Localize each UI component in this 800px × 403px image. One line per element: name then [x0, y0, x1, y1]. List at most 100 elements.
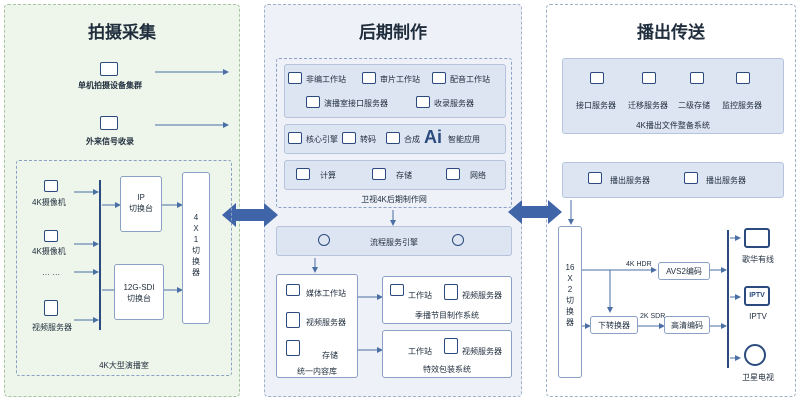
storage2-label: 存储: [322, 351, 338, 360]
gehua-label: 歌华有线: [742, 255, 774, 264]
storage-icon: [372, 168, 386, 180]
network-icon: [446, 168, 460, 180]
broadcast-title: 播出传送: [637, 23, 705, 42]
network-name-label: 卫视4K后期制作网: [361, 195, 427, 204]
post-title: 后期制作: [359, 23, 427, 42]
post-network-box: [276, 58, 512, 208]
media-ws-label: 媒体工作站: [306, 289, 346, 298]
server-icon: [44, 300, 58, 316]
capture-title: 拍摄采集: [88, 23, 156, 42]
monitor-icon: [306, 96, 320, 108]
monitor-icon: [390, 284, 404, 296]
storage-icon: [286, 340, 300, 356]
satellite-dish-icon: [744, 344, 766, 366]
compose-label: 合成: [404, 135, 420, 144]
sdr-label: 2K SDR: [640, 313, 666, 320]
sdi-switch-label: 12G-SDI 切换台: [123, 283, 155, 303]
review-label: 审片工作站: [380, 75, 420, 84]
compute-label: 计算: [320, 171, 336, 180]
external-signal-icon: [100, 116, 118, 130]
server-icon: [444, 338, 458, 354]
monitor-icon: [362, 72, 376, 84]
flow-engine-box: [276, 226, 512, 256]
migration-server-label: 迁移服务器: [628, 101, 668, 110]
core-label: 核心引擎: [306, 135, 338, 144]
server-icon: [684, 172, 698, 184]
level2-storage-label: 二级存储: [678, 101, 710, 110]
down-converter-box: [590, 316, 638, 334]
compose-icon: [386, 132, 400, 144]
monitor-icon: [416, 96, 430, 108]
workstation-group: [284, 64, 506, 118]
share-icon: [318, 234, 330, 246]
monitor-icon: [286, 284, 300, 296]
video-server-label: 视频服务器: [32, 323, 72, 332]
playout2-label: 播出服务器: [706, 176, 746, 185]
camera-label-1: 4K摄像机: [32, 198, 66, 207]
ip-switch-box: [120, 176, 162, 232]
server-icon: [444, 284, 458, 300]
engine-icon: [288, 132, 302, 144]
dots-label: … …: [42, 268, 61, 277]
workstation2-label: 工作站: [408, 347, 432, 356]
workstation1-label: 工作站: [408, 291, 432, 300]
infra-group: [284, 160, 506, 190]
transcode-icon: [342, 132, 356, 144]
ingest-label: 收录服务器: [434, 99, 474, 108]
switcher-4x1-box: [182, 172, 210, 324]
iptv-icon: IPTV: [744, 286, 770, 306]
effects-label: 特效包装系统: [423, 365, 471, 374]
server-icon: [590, 72, 604, 84]
external-label: 外来信号收录: [86, 137, 134, 146]
file-system-box: [562, 58, 784, 134]
migration-icon: [642, 72, 656, 84]
switcher-4x1-label: 4 X 1 切 换 器: [192, 213, 200, 277]
playout1-label: 播出服务器: [610, 176, 650, 185]
camera-label-2: 4K摄像机: [32, 247, 66, 256]
network-label: 网络: [470, 171, 486, 180]
cluster-label: 单机拍摄设备集群: [78, 81, 142, 90]
avs2-label: AVS2编码: [666, 267, 702, 276]
studio-box: [16, 160, 232, 376]
server-icon: [588, 172, 602, 184]
flow-engine-label: 流程服务引擎: [370, 238, 418, 247]
cpu-icon: [296, 168, 310, 180]
nle-label: 非编工作站: [306, 75, 346, 84]
camera-cluster-icon: [100, 62, 118, 76]
camera-icon: [44, 230, 58, 242]
server-icon: [286, 312, 300, 328]
avs2-box: [658, 262, 710, 280]
interface-server-label: 接口服务器: [576, 101, 616, 110]
ai-label: 智能应用: [448, 135, 480, 144]
switcher-16x2-label: 16 X 2 切 换 器: [565, 263, 575, 327]
monitor-icon: [736, 72, 750, 84]
share-icon: [452, 234, 464, 246]
studio-if-label: 演播室接口服务器: [324, 99, 388, 108]
transcode-label: 转码: [360, 135, 376, 144]
monitor-icon: [288, 72, 302, 84]
switcher-16x2-box: [558, 226, 582, 378]
storage-icon: [690, 72, 704, 84]
sdi-switch-box: [114, 264, 164, 320]
iptv-label: IPTV: [749, 312, 767, 321]
camera-icon: [44, 180, 58, 192]
satellite-label: 卫星电视: [742, 373, 774, 382]
hd-encoder-label: 高清编码: [671, 321, 703, 330]
hdr-label: 4K HDR: [626, 261, 652, 268]
ip-switch-label: IP 切换台: [129, 193, 153, 213]
studio-label: 4K大型演播室: [99, 361, 149, 370]
video-server2-label: 视频服务器: [462, 347, 502, 356]
dubbing-label: 配音工作站: [450, 75, 490, 84]
mixer-icon: [432, 72, 446, 84]
season-label: 季播节目制作系统: [415, 311, 479, 320]
ai-icon: Ai: [424, 127, 442, 147]
monitor-server-label: 监控服务器: [722, 101, 762, 110]
file-system-label: 4K播出文件整备系统: [636, 121, 710, 130]
down-converter-label: 下转换器: [598, 321, 630, 330]
mid-video-server-label: 视频服务器: [306, 318, 346, 327]
video-server1-label: 视频服务器: [462, 291, 502, 300]
storage-label: 存储: [396, 171, 412, 180]
unified-label: 统一内容库: [297, 367, 337, 376]
hd-encoder-box: [664, 316, 710, 334]
